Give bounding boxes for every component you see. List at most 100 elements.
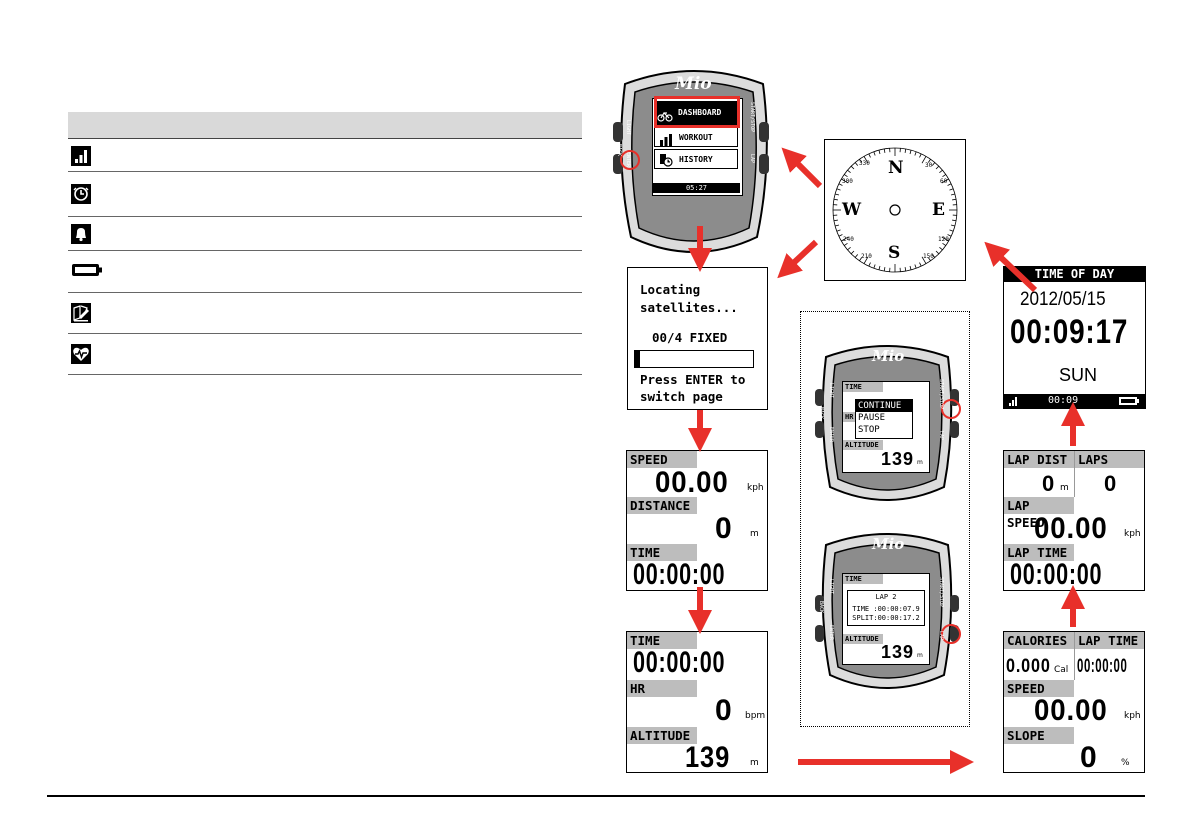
compass-tick — [850, 165, 855, 170]
compass-tick — [841, 236, 849, 242]
menu-item-stop[interactable]: STOP — [858, 425, 880, 435]
bike-icon — [657, 107, 673, 122]
compass-tick — [947, 183, 952, 186]
battery-icon — [1119, 397, 1139, 405]
lap-popup-split: SPLIT:00:00:17.2 — [852, 614, 920, 622]
table-row — [68, 251, 582, 293]
compass-tick — [841, 178, 849, 184]
label-speed: SPEED — [627, 451, 697, 468]
compass-tick — [919, 262, 922, 267]
menu-item-continue[interactable]: CONTINUE — [856, 400, 912, 412]
compass-tick — [949, 188, 954, 191]
compass-tick — [942, 174, 947, 178]
status-bar: 05:27 — [653, 183, 740, 193]
value-speed: 00.00 — [655, 466, 729, 499]
compass-tick — [952, 219, 957, 222]
compass-tick — [873, 264, 876, 269]
compass-north: N — [888, 158, 904, 178]
compass-tick — [843, 174, 848, 178]
value-time: 00:00:00 — [633, 558, 726, 591]
side-label-back: BACK — [818, 407, 824, 420]
footer-rule — [47, 795, 1145, 797]
compass-tick — [939, 169, 943, 174]
compass-tick — [947, 234, 952, 237]
compass-deg-120: 120 — [938, 236, 949, 243]
compass-tick — [939, 246, 943, 251]
brand-logo: Mio — [872, 347, 905, 365]
compass-deg-240: 240 — [843, 236, 854, 243]
compass-tick — [950, 193, 955, 196]
status-time: 05:27 — [685, 184, 708, 192]
unit-lap-speed: kph — [1124, 529, 1141, 539]
tod-time: 00:09:17 — [1010, 313, 1129, 351]
compass-east: E — [932, 200, 945, 220]
map-pencil-icon — [71, 303, 91, 323]
tod-status-time: 00:09 — [1048, 395, 1079, 406]
value-lap-speed: 00.00 — [1034, 512, 1108, 545]
unit-altitude: m — [917, 459, 923, 466]
tod-status-bar: 00:09 — [1004, 394, 1145, 408]
compass-tick — [854, 162, 859, 166]
label-altitude: ALTITUDE — [843, 634, 883, 644]
compass-tick — [836, 229, 841, 232]
side-label-enter: ENTER — [828, 625, 834, 641]
label-speed: SPEED — [1004, 680, 1074, 697]
compass-tick — [836, 188, 841, 191]
label-calories: CALORIES — [1004, 632, 1074, 649]
menu-item-pause[interactable]: PAUSE — [858, 413, 886, 423]
icon-table — [68, 112, 582, 375]
device-main-menu: Mio DASHBOARD WORKOUT HISTORY 05:27 LIGH… — [607, 62, 781, 261]
compass-tick — [883, 148, 886, 153]
tod-date: 2012/05/15 — [1020, 289, 1106, 310]
compass-tick — [833, 198, 838, 201]
locating-panel: Locating satellites... 00/4 FIXED Press … — [627, 267, 768, 410]
brand-logo: Mio — [872, 535, 905, 553]
table-row — [68, 293, 582, 334]
unit-distance: m — [750, 529, 759, 539]
compass-tick — [833, 219, 838, 222]
label-distance: DISTANCE — [627, 497, 697, 514]
compass-tick — [859, 257, 863, 262]
table-row — [68, 172, 582, 217]
compass-tick — [942, 242, 947, 246]
compass-tick — [919, 153, 922, 158]
value-calories: 0.000 — [1006, 656, 1051, 677]
compass-tick — [914, 264, 917, 269]
value-lap-time: 00:00:00 — [1010, 558, 1103, 591]
value-slope: 0 — [1080, 741, 1098, 773]
label-time: TIME — [843, 382, 883, 392]
divider — [1074, 632, 1075, 680]
unit-hr: bpm — [745, 711, 766, 721]
arrow-compass-to-main — [781, 147, 823, 189]
locating-line3: Press ENTER to — [640, 372, 746, 387]
compass-deg-300: 300 — [842, 178, 853, 185]
compass-tick — [835, 193, 840, 196]
panel-time-hr-altitude: TIME 00:00:00 HR 0 bpm ALTITUDE 139 m — [626, 631, 768, 773]
value-hr: 0 — [715, 694, 733, 727]
label-lap-time: LAP TIME — [1075, 632, 1144, 649]
label-lap-speed: LAP SPEED — [1004, 497, 1074, 530]
menu-item-history[interactable]: HISTORY — [654, 149, 738, 169]
compass-tick — [941, 236, 949, 242]
table-row — [68, 139, 582, 172]
compass-south: S — [888, 243, 901, 263]
compass-tick — [873, 151, 876, 156]
heart-rate-icon — [71, 344, 91, 364]
label-lap-time: LAP TIME — [1004, 544, 1074, 561]
compass-tick — [935, 250, 940, 255]
value-laps: 0 — [1104, 471, 1118, 496]
gps-progress-fill — [635, 351, 640, 367]
unit-altitude: m — [917, 652, 923, 659]
label-time: TIME — [627, 544, 697, 561]
compass-tick — [921, 256, 927, 264]
label-altitude: ALTITUDE — [843, 440, 883, 450]
label-altitude: ALTITUDE — [627, 727, 697, 744]
unit-lap-dist: m — [1060, 483, 1069, 493]
side-label-light: LIGHT — [625, 120, 631, 136]
compass-tick — [927, 158, 931, 163]
compass-tick — [838, 234, 843, 237]
compass-tick — [921, 156, 927, 164]
table-header — [68, 112, 582, 139]
side-label-startstop: START/STOP — [749, 102, 755, 133]
locating-line2: satellites... — [640, 300, 738, 315]
